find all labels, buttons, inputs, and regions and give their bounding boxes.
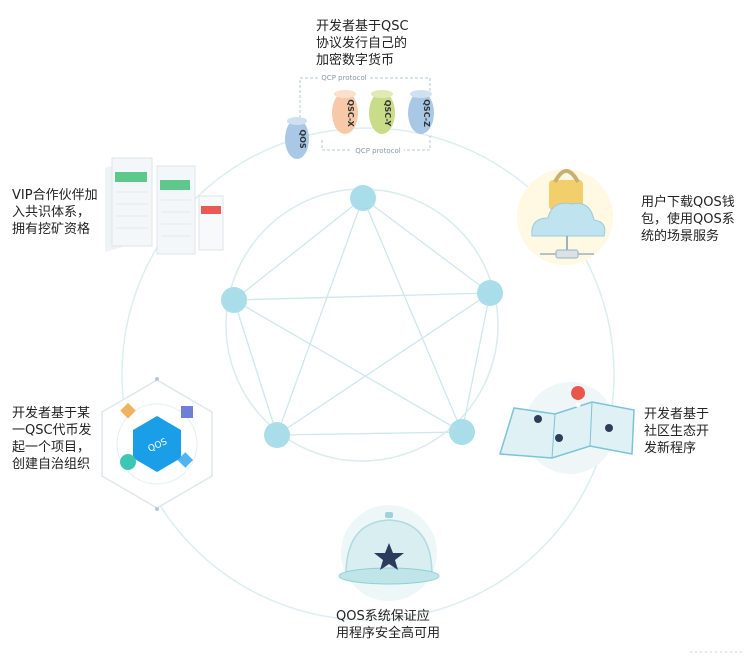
label-line: 统的场景服务 bbox=[641, 229, 720, 244]
label-top: 开发者基于QSC 协议发行自己的 加密数字货币 bbox=[316, 18, 426, 69]
network-nodes bbox=[221, 185, 503, 448]
edge bbox=[233, 197, 364, 301]
label-line: VIP合作伙伴加 bbox=[12, 188, 98, 203]
label-line: 加密数字货币 bbox=[316, 53, 395, 68]
map-pin-icon bbox=[605, 424, 613, 432]
protocol-label-bottom: QCP protocol bbox=[355, 147, 400, 155]
edge bbox=[362, 197, 463, 433]
node bbox=[264, 422, 290, 448]
edge bbox=[233, 299, 278, 436]
qsc-z-label: QSC-Z bbox=[422, 99, 431, 127]
node bbox=[449, 419, 475, 445]
qos-hexagon bbox=[133, 416, 181, 472]
outer-ring bbox=[121, 127, 615, 621]
label-line: 协议发行自己的 bbox=[316, 36, 408, 51]
edge bbox=[276, 197, 364, 436]
protocol-illustration: QCP protocol QCP protocol QOS QSC-X QSC-… bbox=[285, 72, 434, 159]
protocol-bracket-bottom bbox=[321, 136, 431, 151]
qsc-z-pill bbox=[408, 92, 434, 134]
cloud-lock-icon bbox=[517, 169, 613, 265]
edge bbox=[461, 292, 491, 433]
edge bbox=[362, 197, 491, 294]
star-icon bbox=[374, 543, 404, 570]
map-pin-icon bbox=[555, 434, 563, 442]
label-line: 开发者基于某 bbox=[12, 406, 91, 421]
label-line: 用程序安全高可用 bbox=[336, 626, 441, 641]
label-line: 用户下载QOS钱 bbox=[641, 195, 735, 210]
label-right-mid: 开发者基于 社区生态开 发新程序 bbox=[644, 406, 734, 457]
map-pin-icon bbox=[534, 415, 542, 423]
label-line: 发新程序 bbox=[644, 441, 697, 456]
servers-icon bbox=[105, 157, 224, 255]
circle-teal-icon bbox=[120, 454, 136, 470]
label-line: 开发者基于 bbox=[644, 407, 710, 422]
label-line: 社区生态开 bbox=[644, 424, 710, 439]
map-pin-red-icon bbox=[571, 386, 586, 413]
qos-chain-label: QOS bbox=[298, 129, 307, 149]
network-edges bbox=[233, 197, 491, 436]
label-left-top: VIP合作伙伴加 入共识体系， 拥有挖矿资格 bbox=[12, 187, 112, 238]
hexagon-qos-icon: QOS bbox=[101, 377, 213, 511]
label-line: 开发者基于QSC bbox=[316, 19, 409, 34]
node bbox=[477, 280, 503, 306]
diamond-orange-icon bbox=[120, 402, 136, 419]
map-icon bbox=[499, 382, 635, 474]
edge bbox=[233, 292, 491, 301]
label-line: 包，使用QOS系 bbox=[641, 212, 735, 227]
edge bbox=[276, 292, 491, 436]
qsc-x-pill bbox=[332, 92, 358, 134]
diamond-blue-icon bbox=[177, 452, 194, 468]
node bbox=[350, 185, 376, 211]
edge bbox=[276, 431, 463, 436]
label-left-mid: 开发者基于某 一QSC代币发 起一个项目， 创建自治组织 bbox=[12, 405, 108, 473]
node bbox=[221, 287, 247, 313]
label-line: 起一个项目， bbox=[12, 440, 91, 455]
label-line: QOS系统保证应 bbox=[336, 609, 430, 624]
label-line: 拥有挖矿资格 bbox=[12, 222, 91, 237]
label-bottom: QOS系统保证应 用程序安全高可用 bbox=[336, 608, 466, 642]
qsc-x-label: QSC-X bbox=[346, 99, 355, 127]
protocol-label-top: QCP protocol bbox=[321, 74, 366, 82]
label-right-top: 用户下载QOS钱 包，使用QOS系 统的场景服务 bbox=[641, 194, 741, 245]
qsc-y-label: QSC-Y bbox=[383, 100, 392, 127]
label-line: 一QSC代币发 bbox=[12, 423, 92, 438]
qsc-y-pill bbox=[369, 92, 395, 134]
square-purple-icon bbox=[181, 406, 193, 418]
label-line: 创建自治组织 bbox=[12, 457, 91, 472]
dome-star-icon bbox=[338, 505, 440, 601]
label-line: 入共识体系， bbox=[12, 205, 91, 220]
edge bbox=[233, 299, 463, 433]
qos-chain-pill bbox=[285, 119, 309, 159]
